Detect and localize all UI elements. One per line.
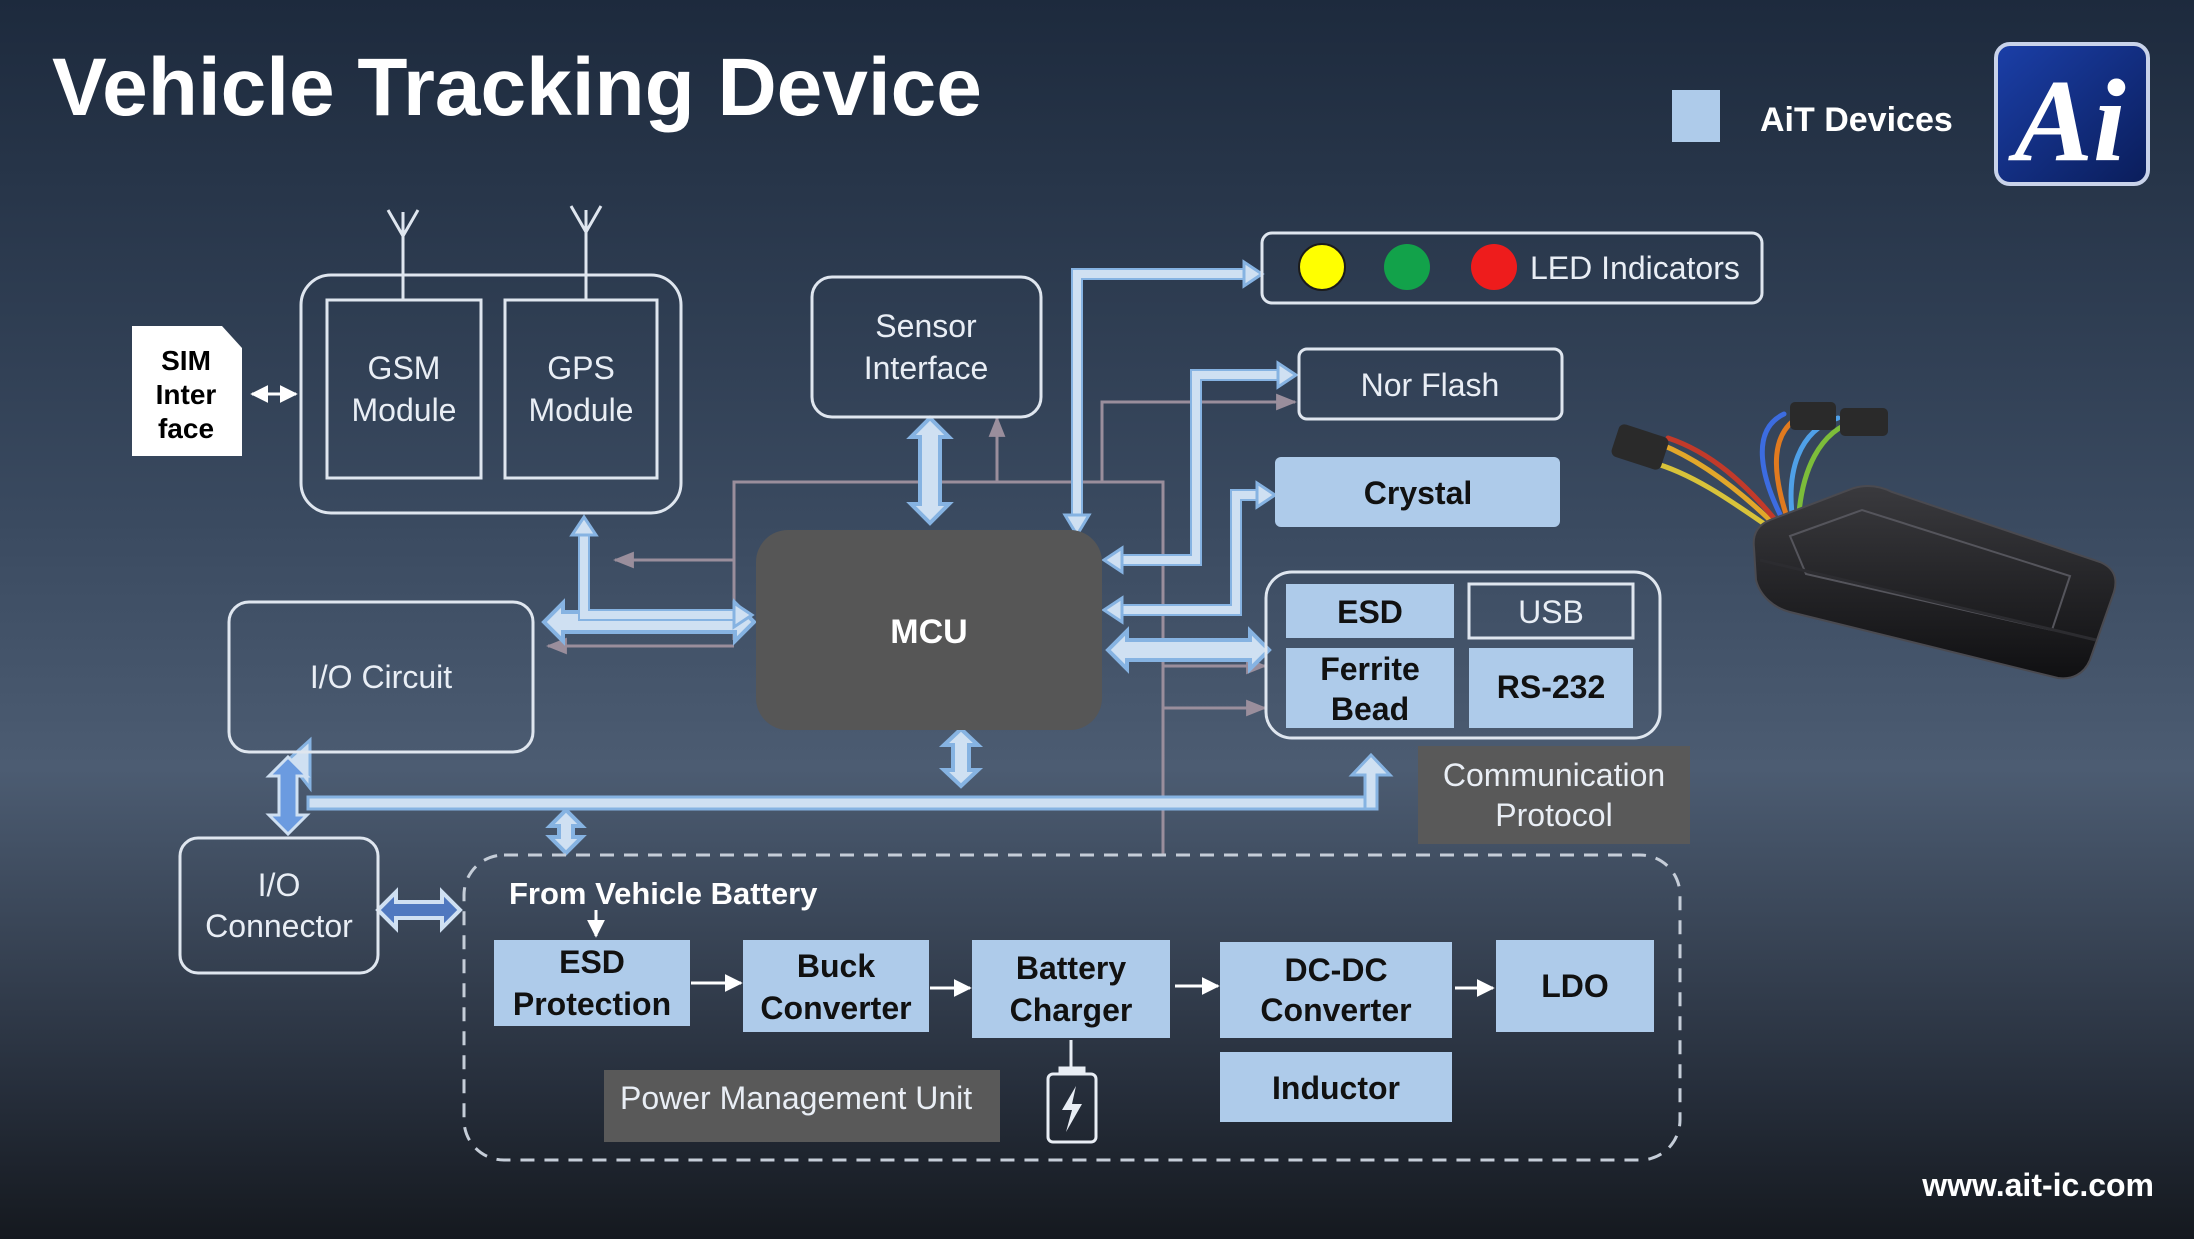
gps-line-2: Module bbox=[529, 392, 634, 428]
io-circuit-label: I/O Circuit bbox=[310, 659, 452, 695]
gps-module bbox=[503, 298, 659, 480]
power-management-unit: From Vehicle Battery ESD Protection Buck… bbox=[462, 853, 1682, 1162]
legend-swatch bbox=[1672, 90, 1720, 142]
arrow-iocircuit-connector bbox=[265, 754, 311, 837]
website-url: www.ait-ic.com bbox=[1921, 1167, 2154, 1203]
ferrite-line-2: Bead bbox=[1331, 691, 1409, 727]
gps-tracker-device-icon bbox=[1611, 402, 2117, 680]
sim-line-3: face bbox=[158, 413, 214, 444]
yellow-led-icon bbox=[1298, 243, 1346, 291]
crystal-label: Crystal bbox=[1364, 475, 1473, 511]
io-connector-line-1: I/O bbox=[258, 867, 301, 903]
buck-converter bbox=[743, 940, 929, 1032]
arrow-sensor-mcu bbox=[906, 415, 954, 526]
battery-icon bbox=[1046, 1040, 1098, 1144]
sim-interface: SIM Inter face bbox=[132, 326, 242, 456]
sensor-line-2: Interface bbox=[864, 350, 989, 386]
arrow-connector-power bbox=[375, 887, 463, 933]
mcu-right-arrows bbox=[569, 259, 1299, 630]
arrow-mcu-comm bbox=[1105, 626, 1272, 674]
legend: AiT Devices bbox=[1672, 90, 1953, 142]
io-circuit: I/O Circuit bbox=[227, 600, 535, 754]
mcu: MCU bbox=[756, 530, 1102, 730]
dcdc-line-1: DC-DC bbox=[1284, 952, 1387, 988]
esd-comm bbox=[1286, 584, 1454, 638]
rs232 bbox=[1469, 648, 1633, 728]
ldo bbox=[1496, 940, 1654, 1032]
sim-line-1: SIM bbox=[161, 345, 211, 376]
esd-protection bbox=[494, 940, 690, 1026]
sim-line-2: Inter bbox=[156, 379, 217, 410]
usb bbox=[1467, 582, 1635, 640]
led-indicators: LED Indicators bbox=[1260, 231, 1764, 305]
comm-protocol-line-1: Communication bbox=[1443, 757, 1665, 793]
ait-logo-icon: Ai bbox=[1994, 42, 2150, 186]
legend-label: AiT Devices bbox=[1760, 101, 1953, 139]
battery-charger bbox=[972, 940, 1170, 1038]
arrow-io-mcu bbox=[541, 598, 757, 646]
page-title: Vehicle Tracking Device bbox=[52, 42, 982, 133]
rs232-label: RS-232 bbox=[1497, 669, 1606, 705]
esd-comm-label: ESD bbox=[1337, 594, 1403, 630]
ferrite-bead bbox=[1286, 648, 1454, 728]
usb-label: USB bbox=[1518, 594, 1584, 630]
esd-protection-line-1: ESD bbox=[559, 944, 625, 980]
sensor-line-1: Sensor bbox=[875, 308, 977, 344]
gps-line-1: GPS bbox=[547, 350, 615, 386]
red-led-icon bbox=[1471, 244, 1517, 290]
io-connector-line-2: Connector bbox=[205, 908, 353, 944]
power-source-label: From Vehicle Battery bbox=[509, 876, 818, 911]
dcdc-line-2: Converter bbox=[1260, 992, 1411, 1028]
charger-line-1: Battery bbox=[1016, 950, 1126, 986]
logo-text: Ai bbox=[2007, 55, 2126, 186]
thin-bus-lines bbox=[545, 393, 1298, 855]
gsm-line-2: Module bbox=[352, 392, 457, 428]
inductor-label: Inductor bbox=[1272, 1070, 1400, 1106]
buck-line-2: Converter bbox=[760, 990, 911, 1026]
gsm-line-1: GSM bbox=[368, 350, 441, 386]
pmu-label: Power Management Unit bbox=[620, 1080, 972, 1116]
sensor-interface: Sensor Interface bbox=[810, 275, 1043, 419]
io-connector: I/O Connector bbox=[178, 836, 380, 975]
main-bus bbox=[265, 736, 1394, 837]
wireless-modules: GSM Module GPS Module bbox=[299, 205, 683, 515]
arrow-mcu-bus bbox=[938, 726, 984, 789]
mcu-label: MCU bbox=[890, 613, 967, 651]
nor-flash-label: Nor Flash bbox=[1361, 367, 1500, 403]
gsm-module bbox=[325, 298, 483, 480]
blue-bus-arrows bbox=[375, 415, 1272, 933]
antenna-icon bbox=[386, 205, 603, 300]
charger-line-2: Charger bbox=[1010, 992, 1133, 1028]
pmu-tag bbox=[604, 1070, 1000, 1142]
arrow-bus-power bbox=[545, 807, 587, 856]
ferrite-line-1: Ferrite bbox=[1320, 651, 1420, 687]
communication-block: ESD USB Ferrite Bead RS-232 bbox=[1264, 570, 1662, 740]
buck-line-1: Buck bbox=[797, 948, 875, 984]
nor-flash: Nor Flash bbox=[1297, 347, 1564, 421]
comm-protocol-line-2: Protocol bbox=[1495, 797, 1612, 833]
communication-protocol-tag: Communication Protocol bbox=[1418, 746, 1690, 844]
green-led-icon bbox=[1384, 244, 1430, 290]
inductor bbox=[1220, 1052, 1452, 1122]
dcdc-converter bbox=[1220, 942, 1452, 1038]
esd-protection-line-2: Protection bbox=[513, 986, 671, 1022]
ldo-label: LDO bbox=[1541, 968, 1609, 1004]
led-label: LED Indicators bbox=[1530, 250, 1740, 286]
crystal: Crystal bbox=[1275, 457, 1560, 527]
